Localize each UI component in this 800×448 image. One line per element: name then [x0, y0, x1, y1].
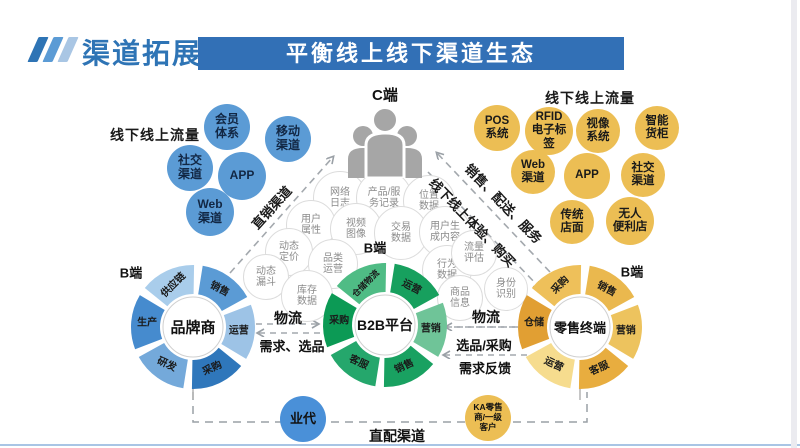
consumer-label: C端 — [372, 87, 398, 104]
page-title: 渠道拓展 — [82, 38, 203, 69]
hub-segment — [144, 265, 195, 307]
hub-segment — [221, 304, 255, 359]
right-cluster-title: 线下线上流量 — [545, 90, 635, 106]
traffic-circle: APP — [218, 152, 266, 200]
right-selection-label: 选品/采购 — [456, 338, 512, 353]
traffic-circle: 视像 系统 — [576, 109, 620, 153]
b-side-tag: B端 — [620, 264, 644, 280]
hub-segment-label: 营销 — [616, 324, 636, 337]
brand-hub-label: 品牌商 — [170, 319, 216, 337]
hub-segment — [608, 304, 642, 359]
left-logistics-label: 物流 — [274, 310, 302, 326]
b-side-tag: B端 — [119, 265, 143, 281]
b-side-tag: B端 — [363, 240, 387, 256]
hub-segment-label: 采购 — [328, 313, 349, 326]
traffic-circle: Web 渠道 — [511, 150, 555, 194]
hub-segment — [191, 347, 242, 389]
traffic-circle: 传统 店面 — [550, 200, 594, 244]
hub-segment-label: 生产 — [137, 315, 157, 328]
hub-segment — [323, 293, 357, 348]
hub-segment — [198, 265, 248, 312]
traffic-circle: 会员 体系 — [204, 104, 250, 150]
left-cluster-title: 线下线上流量 — [110, 127, 200, 143]
consumers-icon — [348, 106, 422, 178]
traffic-circle: Web 渠道 — [186, 188, 234, 236]
banner-title: 平衡线上线下渠道生态 — [198, 37, 624, 70]
traffic-circle: APP — [564, 153, 610, 199]
b2b-hub-label: B2B平台 — [356, 317, 414, 333]
hub-segment — [330, 340, 380, 387]
hub-segment — [131, 295, 165, 350]
traffic-circle: 智能 货柜 — [635, 106, 679, 150]
data-circle: 动态 漏斗 — [243, 254, 289, 300]
data-circle: 商品 信息 — [437, 275, 483, 321]
hub-segment-label: 运营 — [229, 324, 249, 337]
traffic-circle: POS 系统 — [474, 105, 520, 151]
hub-segment — [413, 302, 447, 357]
hub-segment-label: 仓储 — [523, 315, 544, 328]
footer-line — [0, 444, 800, 446]
hub-segment-label: 营销 — [421, 322, 441, 335]
direct-sales-arrow — [229, 157, 333, 274]
direct-distribution-path — [192, 392, 588, 423]
hub-segment — [138, 342, 188, 389]
right-logistics-label: 物流 — [472, 309, 500, 325]
right-edge-strip — [791, 0, 797, 448]
traffic-circle: 社交 渠道 — [621, 153, 665, 197]
hub-segment — [531, 265, 582, 307]
hub-segment — [525, 342, 575, 389]
hub-inner-circle — [162, 296, 224, 358]
traffic-circle: 无人 便利店 — [606, 197, 654, 245]
retail-hub-label: 零售终端 — [553, 320, 607, 336]
hub-segment — [383, 345, 434, 387]
hub-inner-circle — [354, 294, 416, 356]
hub-segment — [336, 263, 387, 305]
hub-segment — [578, 347, 629, 389]
direct-distribution-label: 直配渠道 — [369, 428, 425, 444]
hub-inner-circle — [549, 296, 611, 358]
traffic-circle: RFID 电子标 签 — [525, 107, 573, 155]
hub-segment — [390, 263, 440, 310]
data-circle: 身份 识别 — [484, 267, 528, 311]
hub-segment — [585, 265, 635, 312]
hub-segment — [518, 295, 552, 350]
traffic-circle: 社交 渠道 — [167, 145, 213, 191]
data-circle: 流量 评估 — [451, 230, 497, 276]
sales-delivery-arrow — [437, 153, 551, 273]
ka-customer-circle: KA零售 商/一级 客户 — [465, 395, 511, 441]
right-feedback-label: 需求反馈 — [458, 361, 512, 376]
agent-circle: 业代 — [280, 396, 326, 442]
traffic-circle: 移动 渠道 — [265, 116, 311, 162]
left-demand-label: 需求、选品 — [259, 339, 325, 354]
